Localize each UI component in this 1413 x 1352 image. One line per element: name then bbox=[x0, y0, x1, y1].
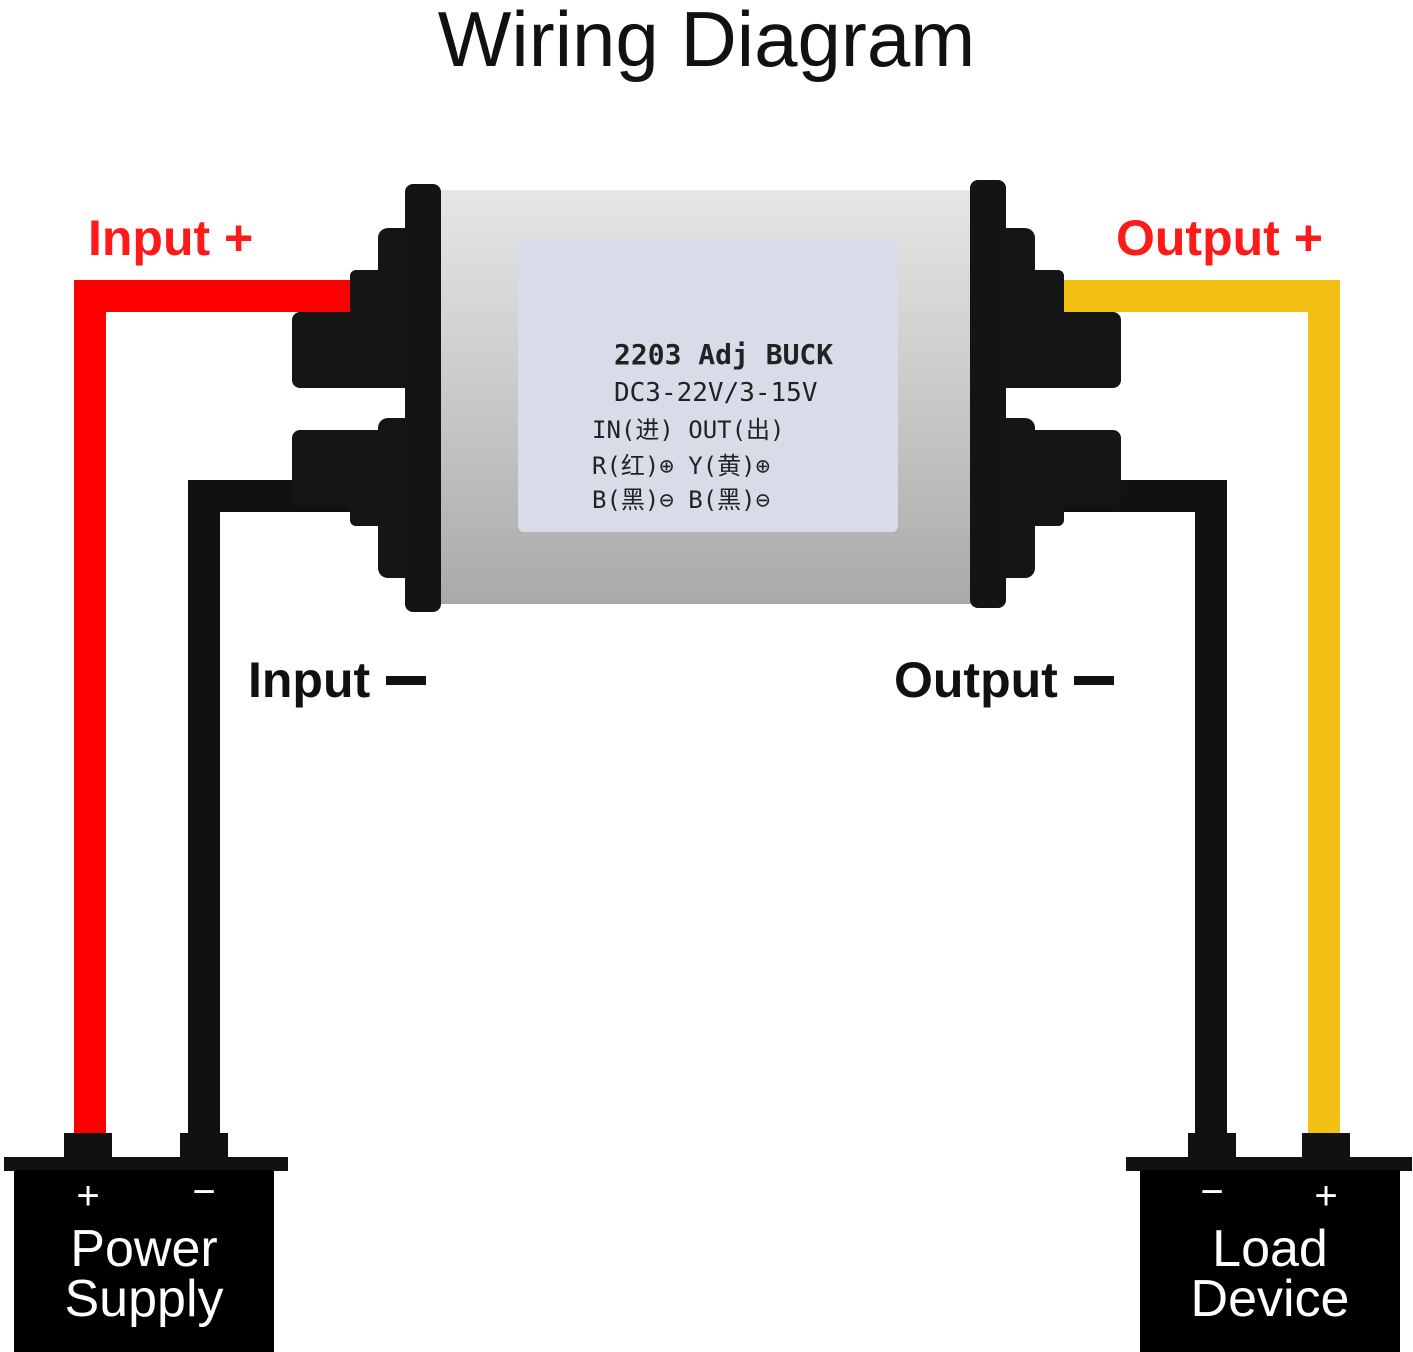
power-supply-plus: + bbox=[76, 1174, 100, 1218]
input-minus-label: Input bbox=[248, 652, 427, 708]
left-end-cap bbox=[405, 184, 441, 612]
input-minus-text: Input bbox=[248, 652, 371, 708]
module-model-text: 2203 Adj BUCK bbox=[614, 338, 834, 371]
load-device-name-line2: Device bbox=[1190, 1270, 1350, 1328]
minus-sign-icon bbox=[1073, 676, 1114, 686]
input-plus-label: Input + bbox=[88, 210, 254, 266]
red-input-wire bbox=[74, 280, 384, 1140]
power-supply-name-line1: Power bbox=[70, 1220, 218, 1278]
load-device-name-line1: Load bbox=[1212, 1220, 1328, 1278]
black-input-wire bbox=[188, 480, 384, 1140]
load-device-minus: − bbox=[1200, 1170, 1224, 1214]
output-plus-label: Output + bbox=[1116, 210, 1323, 266]
page-title: Wiring Diagram bbox=[437, 0, 976, 83]
load-device-plus: + bbox=[1314, 1174, 1338, 1218]
minus-sign-icon bbox=[386, 676, 427, 686]
module-io-text: IN(进) OUT(出) bbox=[592, 416, 785, 444]
power-supply-minus: − bbox=[192, 1170, 216, 1214]
power-supply-box bbox=[4, 1133, 288, 1352]
output-minus-text: Output bbox=[894, 652, 1058, 708]
module-voltage-text: DC3-22V/3-15V bbox=[614, 378, 818, 408]
right-end-cap bbox=[970, 180, 1006, 608]
load-device-box bbox=[1126, 1133, 1412, 1352]
black-output-wire bbox=[1034, 480, 1227, 1140]
power-supply-name-line2: Supply bbox=[64, 1270, 224, 1328]
module-positive-text: R(红)⊕ Y(黄)⊕ bbox=[592, 452, 771, 480]
module-sticker bbox=[518, 240, 898, 532]
output-minus-label: Output bbox=[894, 652, 1114, 708]
yellow-output-wire bbox=[1034, 280, 1340, 1140]
module-negative-text: B(黑)⊖ B(黑)⊖ bbox=[592, 486, 771, 514]
